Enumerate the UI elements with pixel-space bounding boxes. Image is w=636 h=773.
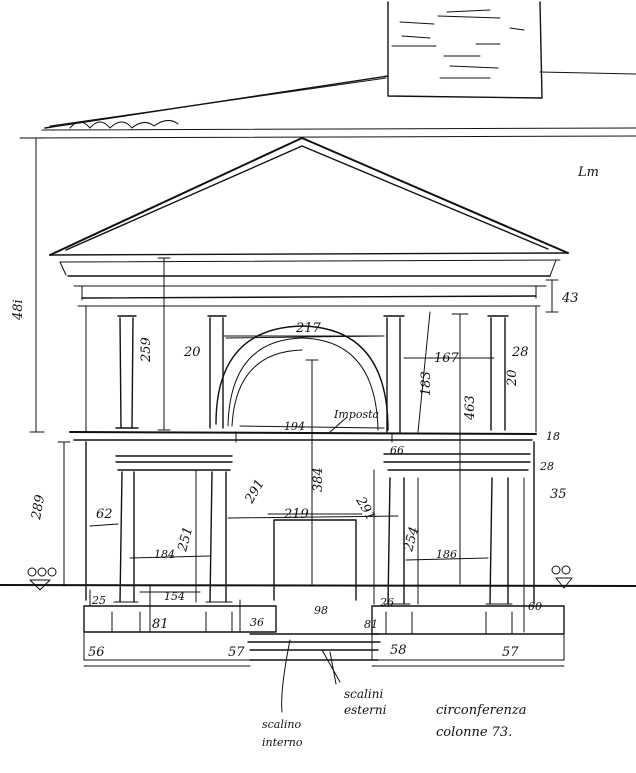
dimension-lines xyxy=(29,137,565,667)
dim-impost-label: Imposta xyxy=(333,408,379,421)
dim-side-mark: Lm xyxy=(577,165,599,180)
dim-cap-35: 35 xyxy=(550,487,567,502)
dim-impost-span: 194 xyxy=(284,420,305,433)
dim-plinth-60: 60 xyxy=(528,600,542,613)
entablature xyxy=(67,275,551,307)
dim-belt-28: 28 xyxy=(539,460,554,473)
note-circumference: circonferenza colonne 73. xyxy=(436,703,527,740)
dim-arch-height: 384 xyxy=(311,467,326,492)
dim-upper-col-small: 28 xyxy=(511,345,529,360)
dim-lower-col-254: 254 xyxy=(401,525,422,554)
dim-arch-span: 217 xyxy=(295,321,322,336)
roof-line xyxy=(19,71,636,139)
dim-plinth-25: 25 xyxy=(91,594,106,607)
dim-plinth-81-left: 81 xyxy=(152,617,169,632)
dim-upper-column-height: 259 xyxy=(139,337,154,363)
note-leaders xyxy=(281,417,347,713)
dim-belt-18: 18 xyxy=(546,430,560,443)
dim-base-57-right: 57 xyxy=(502,645,519,660)
note-steps-outer: scalini esterni xyxy=(344,687,387,717)
dim-base-56: 56 xyxy=(88,645,105,660)
dim-plinth-81-right: 81 xyxy=(364,618,378,631)
dim-door-98: 98 xyxy=(314,604,328,617)
dim-upper-bay: 167 xyxy=(434,351,460,366)
ground-plinth xyxy=(0,584,636,661)
dim-total-height-r: 463 xyxy=(463,395,478,421)
dim-plinth-26: 26 xyxy=(379,596,394,609)
ground-level-symbol-right xyxy=(551,565,573,589)
dim-plinth-154: 154 xyxy=(164,590,185,603)
dim-lower-left-62: 62 xyxy=(96,507,113,522)
dim-lower-bay-right: 186 xyxy=(436,548,457,561)
ground-level-symbol-left xyxy=(27,567,57,591)
dim-lower-bay-left: 184 xyxy=(154,548,175,561)
dim-base-57-left: 57 xyxy=(228,645,245,660)
note-steps-inner: scalino interno xyxy=(262,718,303,749)
dim-base-58: 58 xyxy=(390,643,407,658)
dim-lower-height: 289 xyxy=(29,494,48,522)
dim-total-height: 48i xyxy=(11,299,26,321)
dim-plinth-36: 36 xyxy=(250,616,264,629)
key-plan-box xyxy=(387,1,543,99)
lower-order xyxy=(85,441,535,605)
upper-columns xyxy=(85,305,537,433)
dim-opening-219: 219 xyxy=(283,507,309,522)
dim-lower-left-291: 291 xyxy=(242,477,268,507)
dim-upper-base-left: 20 xyxy=(183,345,201,360)
dim-upper-col-height-r: 183 xyxy=(419,371,434,396)
belt-course xyxy=(69,431,537,443)
dim-upper-col-r: 20 xyxy=(505,369,520,387)
dim-lower-col-251: 251 xyxy=(175,525,196,554)
pediment xyxy=(49,137,569,277)
dim-cornice: 43 xyxy=(561,291,579,306)
dim-belt-66: 66 xyxy=(390,444,404,457)
